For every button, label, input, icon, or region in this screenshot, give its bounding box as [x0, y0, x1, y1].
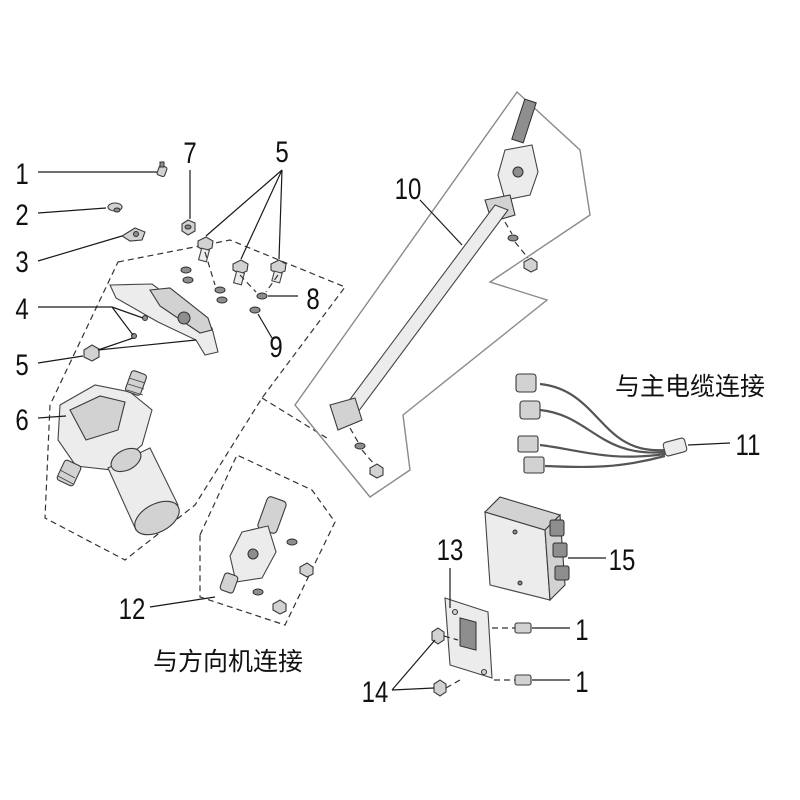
- universal-joint-part-12: [219, 496, 314, 615]
- screw-part-1: [156, 161, 168, 178]
- leader-lines: [37, 169, 731, 691]
- washer-part-9: [249, 306, 261, 314]
- callout-9: 9: [269, 329, 282, 363]
- bracket-part-4: [109, 283, 219, 356]
- callout-2: 2: [15, 197, 28, 231]
- callout-1: 1: [15, 156, 28, 190]
- callout-13: 13: [437, 532, 464, 566]
- callout-10: 10: [395, 171, 422, 205]
- callout-3: 3: [15, 244, 28, 278]
- callout-6: 6: [15, 402, 28, 436]
- connector-icon: [662, 437, 688, 457]
- washer-icon: [182, 276, 194, 284]
- control-box-part-15: [483, 496, 570, 602]
- callout-4: 4: [15, 291, 28, 325]
- bracket-group-inner-outline: [261, 397, 331, 441]
- callout-14: 14: [362, 674, 389, 708]
- connector-icon: [517, 435, 539, 453]
- connector-icon: [515, 373, 537, 393]
- callout-11: 11: [736, 427, 761, 461]
- screw-part-1-right: [514, 674, 532, 686]
- steering-shaft-group-outline: [294, 90, 591, 498]
- nut-part-7: [181, 219, 196, 236]
- callout-15: 15: [609, 542, 636, 576]
- callout-8: 8: [306, 281, 319, 315]
- screw-part-1-right: [514, 622, 532, 634]
- region-outlines: [44, 90, 591, 626]
- clip-part-2: [107, 202, 123, 213]
- steering-shaft-part-10: [329, 98, 539, 479]
- universal-joint-group-outline: [199, 454, 336, 626]
- bolt-part-5a: [197, 236, 214, 263]
- callout-labels: 1 2 3 4 5 6 7 5 8 9 10 11 12 13 14 15 1 …: [15, 134, 760, 708]
- callout-5-upper: 5: [275, 134, 288, 168]
- mounting-plate-part-13: [444, 597, 493, 679]
- washer-icon: [214, 286, 226, 294]
- callout-5: 5: [15, 347, 28, 381]
- connector-icon: [523, 456, 545, 474]
- main-cable-connection-note: 与主电缆连接: [615, 372, 765, 401]
- bolt-part-5-lower: [83, 344, 100, 362]
- steering-gear-connection-note: 与方向机连接: [153, 647, 303, 676]
- washers-group: [180, 251, 279, 314]
- bolt-part-5c: [270, 259, 287, 284]
- callout-1-right-lower: 1: [575, 664, 588, 698]
- washer-part-8: [256, 292, 268, 300]
- screws-right-group: [431, 622, 532, 697]
- connection-annotations: 与主电缆连接 与方向机连接: [153, 372, 765, 676]
- callout-7: 7: [183, 135, 196, 169]
- washer-icon: [216, 296, 228, 304]
- bolt-part-5b: [232, 259, 249, 286]
- bracket-motor-group-outline: [44, 239, 346, 561]
- wire-harness-part-11: [515, 373, 688, 474]
- connector-icon: [519, 400, 541, 420]
- washer-icon: [180, 266, 192, 274]
- steering-motor-assembly-part-6: [56, 370, 180, 536]
- callout-1-right-upper: 1: [575, 612, 588, 646]
- screw-part-14: [433, 679, 447, 697]
- callout-12: 12: [119, 591, 146, 625]
- clamp-part-3: [120, 227, 146, 242]
